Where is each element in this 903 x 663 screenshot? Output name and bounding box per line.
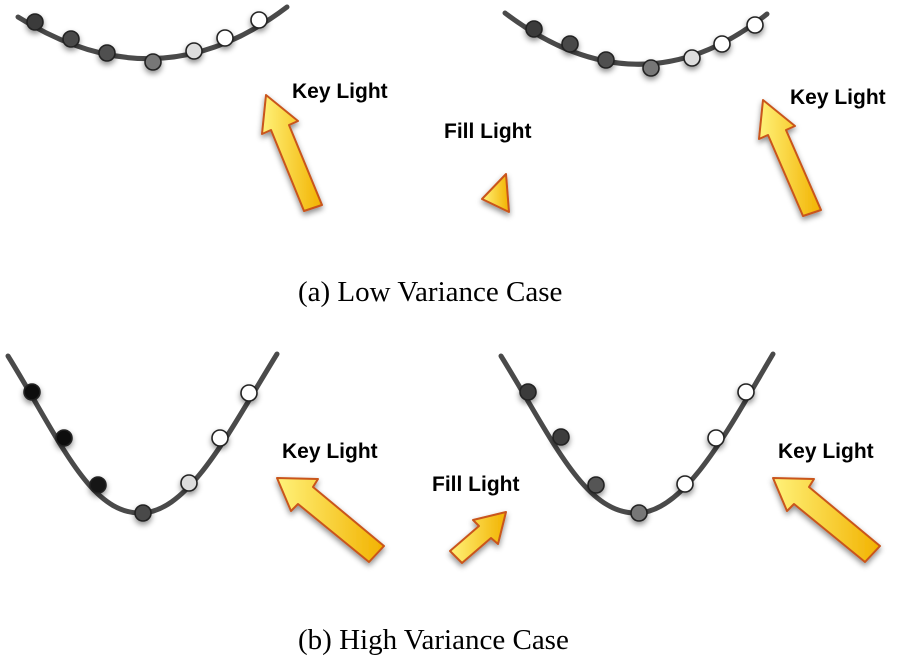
surface-curve-left: [15, 4, 290, 71]
fill-light-arrow-icon: [481, 173, 510, 213]
sample-point: [525, 20, 543, 38]
sample-point: [134, 504, 152, 522]
sample-point: [144, 53, 162, 71]
panel-low-variance: Key Light Fill Light Key Light (a) Low V…: [15, 4, 886, 308]
sample-point: [587, 476, 605, 494]
key-light-arrow-right-icon: [772, 477, 881, 563]
sample-point: [519, 383, 537, 401]
sample-point: [707, 429, 725, 447]
sample-point: [180, 474, 198, 492]
surface-curve-right: [502, 10, 770, 77]
sample-point: [561, 35, 579, 53]
fill-light-label: Fill Light: [444, 120, 531, 143]
key-light-arrow-left-icon: [276, 477, 385, 563]
surface-curve-right: [498, 351, 776, 522]
sample-point: [676, 475, 694, 493]
sample-point: [642, 59, 660, 77]
sample-point: [683, 49, 701, 67]
panel-high-variance: Key Light Fill Light Key Light (b) High …: [5, 351, 881, 656]
sample-point: [630, 504, 648, 522]
surface-curve-left: [5, 351, 280, 522]
sample-point: [62, 30, 80, 48]
sample-point: [185, 42, 203, 60]
sample-point: [746, 16, 764, 34]
sample-point: [55, 429, 73, 447]
sample-point: [211, 429, 229, 447]
key-light-arrow-left-icon: [261, 94, 323, 212]
fill-light-arrow-icon: [449, 511, 507, 564]
key-light-label: Key Light: [790, 86, 886, 109]
panel-caption: (a) Low Variance Case: [298, 276, 562, 308]
sample-point: [737, 383, 755, 401]
sample-point: [240, 384, 258, 402]
sample-point: [216, 29, 234, 47]
sample-point: [26, 13, 44, 31]
panel-caption: (b) High Variance Case: [298, 624, 569, 656]
sample-point: [713, 35, 731, 53]
key-light-label: Key Light: [292, 80, 388, 103]
sample-point: [597, 51, 615, 69]
key-light-arrow-right-icon: [758, 99, 822, 217]
sample-point: [98, 44, 116, 62]
fill-light-label: Fill Light: [432, 473, 519, 496]
sample-point: [250, 11, 268, 29]
sample-point: [552, 428, 570, 446]
key-light-label: Key Light: [282, 440, 378, 463]
key-light-label: Key Light: [778, 440, 874, 463]
sample-point: [89, 476, 107, 494]
sample-point: [23, 383, 41, 401]
